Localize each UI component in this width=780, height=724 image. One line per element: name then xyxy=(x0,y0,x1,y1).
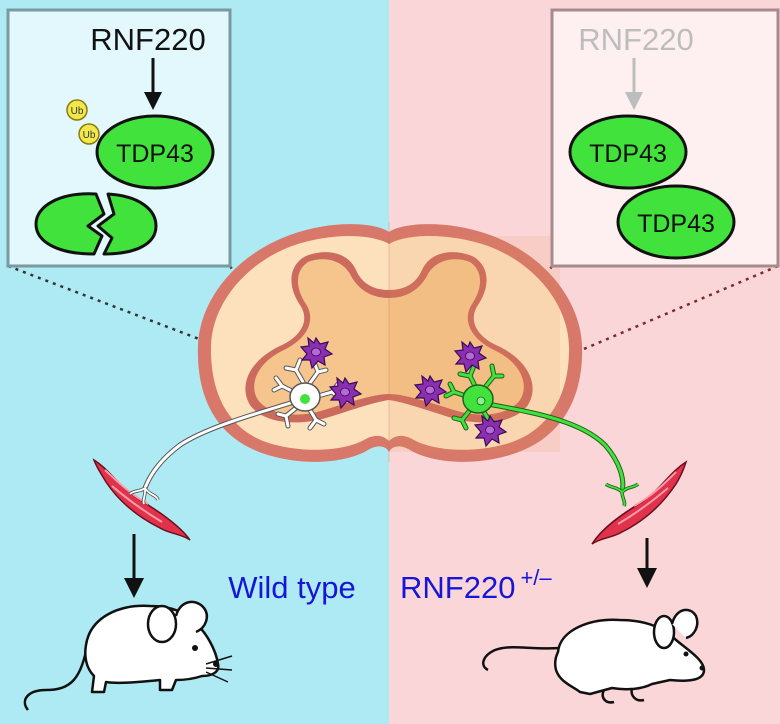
wild-type-label: Wild type xyxy=(228,570,355,605)
genotype-superscript: +/– xyxy=(520,565,552,590)
ubiquitin-icon: Ub xyxy=(66,99,88,121)
wild-type-muscle-icon xyxy=(92,458,191,541)
mutant-zoom-panel: RNF220 TDP43 TDP43 xyxy=(550,8,780,268)
rnf220-label-faded: RNF220 xyxy=(578,22,693,57)
arrow-down-icon xyxy=(144,58,162,110)
tdp43-protein xyxy=(568,114,688,190)
spinal-cord-section xyxy=(197,222,583,462)
tdp43-protein xyxy=(616,184,736,260)
rnf220-label: RNF220 xyxy=(90,22,205,57)
tdp43-label: TDP43 xyxy=(589,140,667,168)
healthy-mouse-icon xyxy=(23,600,233,711)
paralyzed-mouse-icon xyxy=(482,608,706,704)
tdp43-label: TDP43 xyxy=(637,210,715,238)
degraded-tdp43-icon xyxy=(34,192,158,256)
tdp43-protein xyxy=(95,114,215,190)
tdp43-label: TDP43 xyxy=(116,140,194,168)
arrow-down-icon-faded xyxy=(625,58,643,110)
svg-text:Ub: Ub xyxy=(83,130,96,141)
svg-text:Ub: Ub xyxy=(71,106,84,117)
mutant-muscle-icon xyxy=(591,460,688,545)
mutant-label: RNF220+/– xyxy=(400,565,552,605)
arrow-down-icon xyxy=(637,538,657,588)
mutant-motor-neuron xyxy=(443,363,626,493)
arrow-down-icon xyxy=(124,534,144,598)
ubiquitin-icon: Ub xyxy=(78,123,100,145)
wild-type-zoom-panel: RNF220 TDP43 Ub Ub xyxy=(6,8,232,268)
